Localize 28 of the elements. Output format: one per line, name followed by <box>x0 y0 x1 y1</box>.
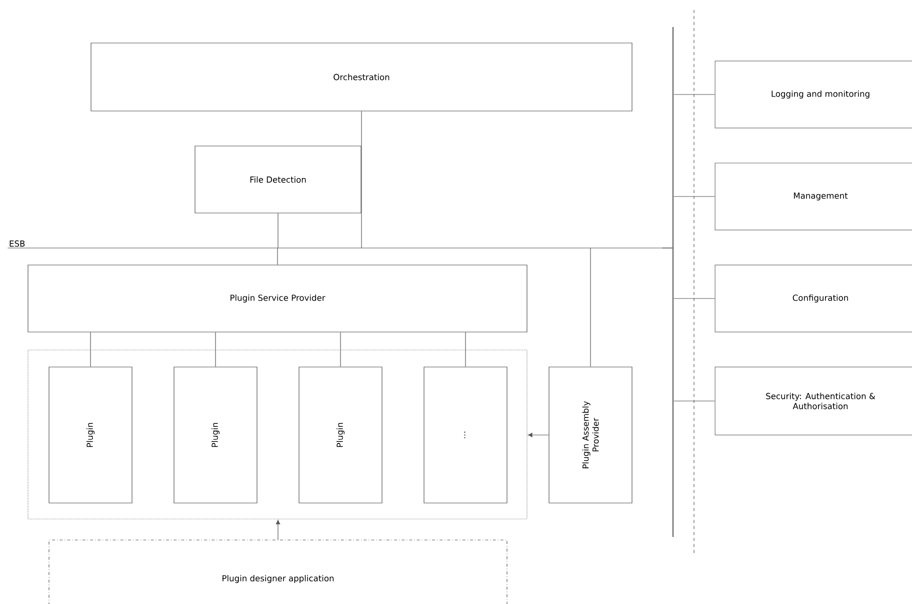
service-box: Security: Authentication & Authorisation <box>714 366 912 436</box>
plugin-box: Plugin <box>48 366 132 504</box>
connector <box>674 196 715 197</box>
connector <box>590 248 591 367</box>
process-box: Plugin Service Provider <box>28 264 528 332</box>
plugin-box: … <box>424 366 508 504</box>
plugin-box: Plugin <box>174 366 258 504</box>
connector <box>674 400 715 402</box>
connector <box>276 520 280 540</box>
service-box: Logging and monitoring <box>714 60 912 128</box>
connector <box>674 94 715 95</box>
connector <box>361 111 362 248</box>
process-box: Plugin Assembly Provider <box>548 366 632 504</box>
connector <box>674 298 715 299</box>
process-box: File Detection <box>194 146 362 214</box>
process-box: Orchestration <box>90 42 632 112</box>
connector <box>215 332 216 367</box>
connector <box>528 432 549 438</box>
connector <box>465 332 466 367</box>
connector <box>90 332 91 367</box>
process-box: Plugin designer application <box>48 540 508 604</box>
service-box: Management <box>714 162 912 230</box>
connector <box>340 332 341 367</box>
service-box: Configuration <box>714 264 912 332</box>
bus-line: ESB <box>7 240 674 248</box>
plugin-box: Plugin <box>298 366 382 504</box>
connector <box>277 248 278 265</box>
group-box <box>28 350 528 520</box>
